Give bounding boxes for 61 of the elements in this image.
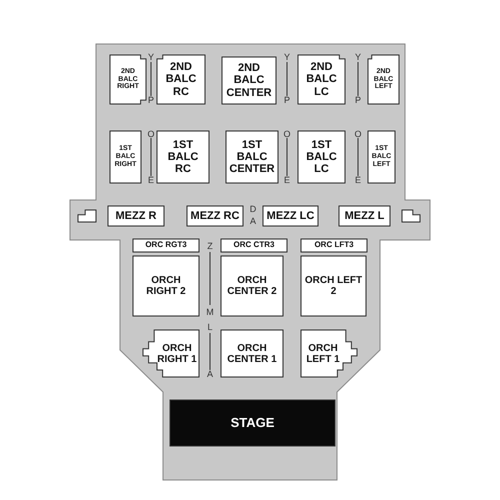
seating-section: [221, 239, 287, 252]
section-label: ORC CTR3: [232, 241, 276, 250]
row-letter: P: [284, 95, 290, 105]
section-label: 1ST BALC LC: [305, 138, 338, 176]
row-letter: D: [250, 204, 256, 214]
row-letter: P: [148, 95, 154, 105]
seating-section: [301, 256, 366, 316]
seating-section: [157, 131, 209, 183]
section-label: ORCH LEFT 1: [305, 342, 341, 364]
section-label: MEZZ L: [344, 210, 386, 222]
row-letter: O: [148, 129, 154, 139]
seating-section: [298, 131, 345, 183]
section-label: 2ND BALC CENTER: [225, 62, 273, 99]
seating-section: [133, 239, 199, 252]
section-label: ORC LFT3: [313, 241, 355, 250]
seating-section: [339, 206, 390, 226]
row-letter: E: [355, 175, 361, 185]
stage-block: [170, 400, 335, 446]
seating-section: [221, 330, 283, 377]
seating-section: [143, 330, 199, 377]
row-letter: Z: [207, 241, 213, 251]
section-label: ORCH CENTER 2: [226, 275, 278, 297]
seating-section: [108, 206, 164, 226]
seating-section: [368, 55, 399, 104]
seating-section: [298, 55, 345, 104]
section-label: STAGE: [230, 416, 276, 430]
seating-section: [110, 55, 146, 104]
row-letter: Y: [284, 52, 290, 62]
section-label: MEZZ R: [114, 210, 158, 222]
section-label: 2ND BALC LC: [305, 61, 338, 98]
section-label: ORCH RIGHT 2: [145, 275, 187, 297]
section-label: 1ST BALC CENTER: [229, 138, 275, 176]
section-label: 1ST BALC RC: [166, 138, 200, 176]
row-letter: P: [355, 95, 361, 105]
row-letter: O: [354, 129, 362, 139]
seating-section: [110, 131, 141, 183]
seating-section: [301, 239, 367, 252]
row-letter: M: [206, 307, 214, 317]
row-letter: L: [208, 322, 212, 332]
section-label: MEZZ LC: [266, 210, 315, 222]
row-letter: Y: [148, 52, 154, 62]
section-label: ORCH CENTER 1: [226, 342, 278, 364]
row-letter: O: [284, 129, 290, 139]
seating-section: [368, 131, 395, 183]
seating-section: [301, 330, 357, 377]
row-letter: E: [148, 175, 154, 185]
seating-section: [221, 256, 283, 316]
row-letter: A: [250, 216, 256, 226]
seating-section: [226, 131, 278, 183]
seating-section: [187, 206, 243, 226]
row-letter: Y: [355, 52, 361, 62]
section-label: ORCH RIGHT 1: [156, 342, 198, 364]
section-label: ORCH LEFT 2: [304, 275, 363, 297]
row-letter: E: [284, 175, 290, 185]
row-letter: A: [207, 369, 213, 379]
seating-section: [157, 55, 205, 104]
section-label: MEZZ RC: [190, 210, 240, 222]
section-label: 2ND BALC RC: [164, 61, 198, 98]
seating-section: [263, 206, 318, 226]
seating-section: [133, 256, 199, 316]
section-label: ORC RGT3: [144, 241, 188, 250]
